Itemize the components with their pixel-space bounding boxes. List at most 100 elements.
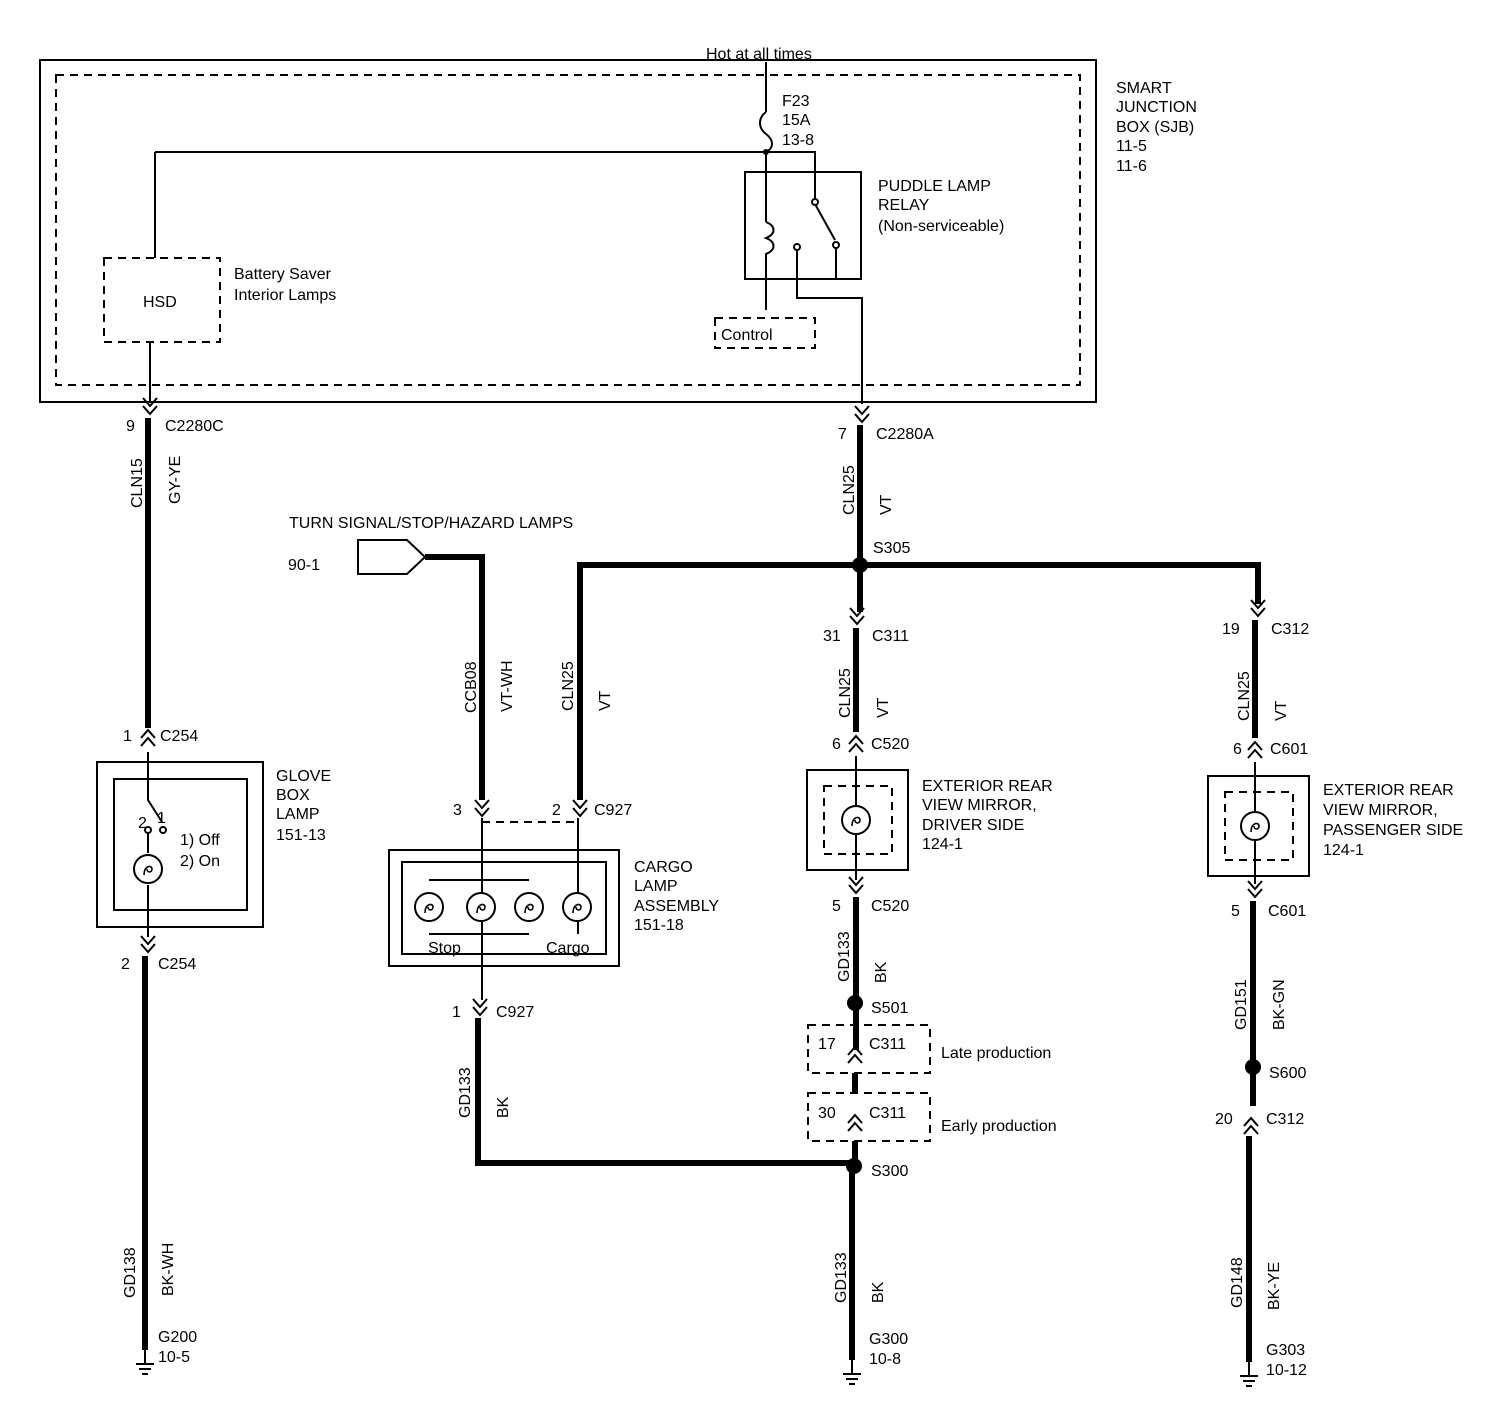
svg-text:Battery Saver: Battery Saver xyxy=(234,266,332,283)
wire-gd148-color: BK-YE xyxy=(1266,1262,1283,1310)
splice-s600 xyxy=(1245,1059,1261,1075)
wire-cln25-cargo-id: CLN25 xyxy=(560,661,577,711)
c927-bottom-label: C927 xyxy=(496,1004,534,1021)
wire-gd138-color: BK-WH xyxy=(160,1243,177,1296)
c927-pin2-icon xyxy=(572,799,588,817)
switch-state-on: 2) On xyxy=(180,853,220,870)
ground-g300-icon xyxy=(842,1359,862,1385)
c311-early-connector-icon xyxy=(847,1114,863,1132)
svg-text:BOX: BOX xyxy=(276,787,310,804)
ground-g300: G300 xyxy=(869,1331,908,1348)
c601-top-label: C601 xyxy=(1270,741,1308,758)
splice-s305-label: S305 xyxy=(873,540,910,557)
c311-early-label: C311 xyxy=(869,1105,906,1122)
c2280c-label: C2280C xyxy=(165,418,224,435)
wire-ccb08 xyxy=(425,554,485,800)
c311-late-pin: 17 xyxy=(818,1036,836,1053)
sjb-title: SMART JUNCTION BOX (SJB) 11-5 11-6 xyxy=(1116,80,1197,175)
c2280a-label: C2280A xyxy=(876,426,934,443)
c311-late-box xyxy=(807,1024,931,1074)
splice-s501-label: S501 xyxy=(871,1000,908,1017)
c927-pin1-icon xyxy=(472,998,488,1016)
svg-text:13-8: 13-8 xyxy=(782,132,814,149)
wire-gd133-driver-id: GD133 xyxy=(836,931,853,982)
c520-top-label: C520 xyxy=(871,736,909,753)
wire-ccb08-color: VT-WH xyxy=(499,660,516,712)
switch-pos-2: 2 xyxy=(138,815,147,832)
c927-pin1: 1 xyxy=(452,1004,461,1021)
c520-bottom-pin: 5 xyxy=(832,898,841,915)
late-production-label: Late production xyxy=(941,1045,1051,1062)
wire-cln15-color: GY-YE xyxy=(167,456,184,504)
svg-text:BOX (SJB): BOX (SJB) xyxy=(1116,119,1194,136)
wire-gd133-cargo-id: GD133 xyxy=(457,1067,474,1118)
svg-text:ASSEMBLY: ASSEMBLY xyxy=(634,898,719,915)
early-production-label: Early production xyxy=(941,1118,1057,1135)
splice-s501 xyxy=(847,995,863,1011)
hsd-box xyxy=(103,257,221,343)
fuse-f23-symbol xyxy=(759,111,773,153)
wire-gd133-cargo-color: BK xyxy=(495,1096,512,1118)
svg-text:SMART: SMART xyxy=(1116,80,1172,97)
wire-cln25-main-color: VT xyxy=(878,494,895,515)
c601-top-pin: 6 xyxy=(1233,741,1242,758)
wire-ccb08-id: CCB08 xyxy=(463,661,480,713)
wire-cln25-cargo xyxy=(577,562,858,800)
wire-gd133-ground-id: GD133 xyxy=(833,1252,850,1303)
sjb-housing xyxy=(39,59,1097,403)
svg-text:PASSENGER SIDE: PASSENGER SIDE xyxy=(1323,822,1463,839)
ground-g300-ref: 10-8 xyxy=(869,1351,901,1368)
mirror-passenger-outer xyxy=(1207,775,1310,877)
c312-bottom-pin: 20 xyxy=(1215,1111,1233,1128)
c520-bottom-label: C520 xyxy=(871,898,909,915)
c254-top-pin: 1 xyxy=(123,728,132,745)
fused-bus-wire xyxy=(155,151,816,198)
c520-top-pin: 6 xyxy=(832,736,841,753)
mirror-passenger-label: EXTERIOR REAR VIEW MIRROR, PASSENGER SID… xyxy=(1323,782,1463,859)
cargo-lamp-buss xyxy=(429,879,529,935)
cargo-cargo-label: Cargo xyxy=(546,940,590,957)
wire-gd133-ground-color: BK xyxy=(870,1281,887,1303)
svg-text:RELAY: RELAY xyxy=(878,197,930,214)
glove-box-switch-arm xyxy=(147,752,163,823)
c254-top-connector-icon xyxy=(140,729,156,747)
wire-gd138-id: GD138 xyxy=(122,1247,139,1298)
mirror-driver-inner xyxy=(823,785,893,855)
svg-text:151-18: 151-18 xyxy=(634,917,684,934)
ground-g303-ref: 10-12 xyxy=(1266,1362,1307,1379)
glove-box-bulb-icon xyxy=(133,854,163,884)
relay-label: PUDDLE LAMP RELAY (Non-serviceable) xyxy=(878,178,1004,235)
svg-text:Interior Lamps: Interior Lamps xyxy=(234,287,336,304)
cargo-lamp-inner xyxy=(401,861,607,955)
battery-saver-label: Battery Saver Interior Lamps xyxy=(234,266,336,304)
relay-coil xyxy=(763,221,775,310)
wire-cln15-id: CLN15 xyxy=(129,458,146,508)
svg-text:15A: 15A xyxy=(782,112,811,129)
ground-g303-icon xyxy=(1239,1361,1259,1387)
svg-text:PUDDLE LAMP: PUDDLE LAMP xyxy=(878,178,991,195)
svg-text:VIEW MIRROR,: VIEW MIRROR, xyxy=(922,797,1037,814)
cargo-bulb-3-icon xyxy=(514,892,544,922)
svg-text:EXTERIOR REAR: EXTERIOR REAR xyxy=(922,778,1053,795)
c2280c-pin: 9 xyxy=(126,418,135,435)
c311-early-box xyxy=(807,1092,931,1142)
svg-text:11-6: 11-6 xyxy=(1116,158,1147,175)
svg-text:124-1: 124-1 xyxy=(1323,842,1364,859)
svg-text:GLOVE: GLOVE xyxy=(276,768,331,785)
svg-text:151-13: 151-13 xyxy=(276,827,326,844)
turn-signal-label: TURN SIGNAL/STOP/HAZARD LAMPS xyxy=(289,515,573,532)
svg-text:(Non-serviceable): (Non-serviceable) xyxy=(878,218,1004,235)
wire-cln25-driver-color: VT xyxy=(875,697,892,718)
c312-bottom-label: C312 xyxy=(1266,1111,1304,1128)
splice-s300-label: S300 xyxy=(871,1163,908,1180)
c254-bottom-pin: 2 xyxy=(121,956,130,973)
mirror-passenger-inner xyxy=(1224,791,1294,861)
svg-text:F23: F23 xyxy=(782,93,810,110)
c312-bottom-connector-icon xyxy=(1243,1117,1259,1135)
glove-box-switch-pos1 xyxy=(159,826,167,834)
glove-box-lamp-outer xyxy=(96,761,264,928)
c2280a-connector-icon xyxy=(854,405,870,423)
turn-signal-ref: 90-1 xyxy=(288,557,320,574)
